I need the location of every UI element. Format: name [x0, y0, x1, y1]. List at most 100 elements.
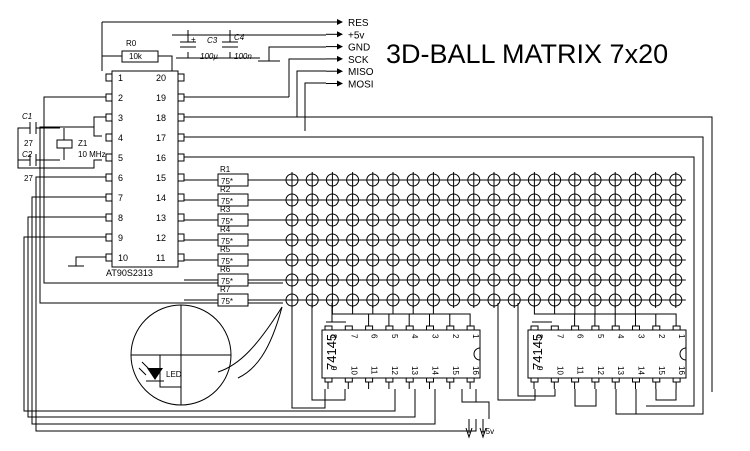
decoder-pin-label: 15 [451, 366, 460, 375]
mcu-pin-label: 8 [118, 213, 123, 223]
matrix-ball [467, 253, 481, 267]
row-resistor-value: 75* [221, 237, 233, 246]
matrix-ball [487, 173, 501, 187]
connector-arrow-icon [337, 80, 343, 87]
matrix-ball [426, 173, 440, 187]
row-resistor-name: R4 [220, 225, 231, 234]
decoder-pin-label: 7 [555, 334, 564, 339]
matrix-ball [568, 233, 582, 247]
mcu-pin-pad [177, 133, 185, 142]
matrix-ball [366, 213, 380, 227]
row-resistor-name: R3 [220, 205, 231, 214]
decoder-pin-label: 16 [677, 366, 686, 375]
decoder-pin-pad [632, 325, 640, 331]
matrix-ball [426, 273, 440, 287]
matrix-ball [305, 173, 319, 187]
top-power-wiring: R0 10k + C3 100µ C4 100n [101, 21, 326, 131]
mcu-pin-label: 10 [118, 253, 128, 263]
matrix-ball [285, 213, 299, 227]
decoder-pin-pad [652, 325, 661, 331]
decoder-pin-pad [571, 377, 580, 383]
matrix-ball [548, 233, 562, 247]
mcu-pin-label: 3 [118, 113, 123, 123]
decoder-pin-pad [385, 325, 394, 331]
matrix-ball [447, 193, 461, 207]
led-icon [147, 368, 163, 380]
matrix-ball [346, 173, 360, 187]
matrix-ball [628, 173, 642, 187]
decoder-pin-pad [324, 325, 333, 331]
decoder-name: 74145 [530, 334, 545, 370]
mcu-pin-pad [177, 73, 185, 82]
matrix-ball [669, 213, 683, 227]
matrix-ball [649, 293, 663, 307]
r0-value: 10k [129, 52, 143, 61]
decoder-pin-label: 15 [657, 366, 666, 375]
column-feed-wire [432, 306, 471, 330]
matrix-ball [346, 233, 360, 247]
decoder-pin-pad [426, 377, 434, 383]
row-resistor [217, 293, 249, 307]
matrix-ball [649, 193, 663, 207]
decoder-pin-pad [611, 325, 620, 331]
matrix-ball [447, 233, 461, 247]
c1-value: 27 [24, 139, 33, 148]
r0-name: R0 [126, 39, 137, 48]
column-feed-wire [412, 306, 451, 330]
mcu-pin-pad [105, 193, 113, 202]
decoder-pin-label: 10 [349, 366, 358, 375]
row-resistor [217, 253, 249, 267]
matrix-ball [487, 213, 501, 227]
connector-label-miso: MISO [348, 67, 374, 78]
mcu-pin-pad [105, 233, 113, 242]
matrix-ball [467, 173, 481, 187]
matrix-ball [487, 193, 501, 207]
mcu-pin-pad [105, 73, 113, 82]
decoder-pin-label: 1 [471, 334, 480, 339]
matrix-ball [285, 253, 299, 267]
decoder-pin-label: 6 [576, 334, 585, 339]
matrix-ball [305, 213, 319, 227]
matrix-ball [447, 173, 461, 187]
matrix-ball [628, 193, 642, 207]
schematic-title: 3D-BALL MATRIX 7x20 [386, 39, 668, 69]
mcu-pin-pad [177, 193, 185, 202]
matrix-ball [467, 293, 481, 307]
decoder-pin-pad [446, 377, 455, 383]
connector-arrow-icon [337, 68, 343, 75]
connector-arrow-icon [337, 43, 343, 50]
matrix-ball [325, 213, 339, 227]
matrix-ball [548, 273, 562, 287]
decoder-pin-pad [591, 377, 600, 383]
mcu-pin-pad [105, 113, 113, 122]
matrix-ball [649, 213, 663, 227]
matrix-ball [568, 273, 582, 287]
decoder-pin-pad [632, 377, 640, 383]
mcu-pin-label: 12 [156, 233, 166, 243]
crystal-z1 [56, 139, 73, 149]
decoder-body [527, 329, 687, 379]
matrix-ball [649, 233, 663, 247]
matrix-ball [467, 193, 481, 207]
matrix-ball [366, 173, 380, 187]
matrix-ball [325, 273, 339, 287]
matrix-ball [386, 273, 400, 287]
matrix-ball [325, 173, 339, 187]
row-resistor-name: R1 [220, 165, 231, 174]
matrix-ball [487, 233, 501, 247]
matrix-ball [649, 173, 663, 187]
decoder-pin-pad [405, 377, 414, 383]
ball-matrix [285, 172, 686, 330]
row-resistor [217, 273, 249, 287]
matrix-ball [527, 213, 541, 227]
mcu-pin-pad [177, 213, 185, 222]
connector-label-mosi: MOSI [348, 80, 374, 91]
matrix-ball [588, 173, 602, 187]
matrix-ball [628, 213, 642, 227]
mcu-pin-pad [105, 153, 113, 162]
decoder-pin-pad [591, 325, 600, 331]
